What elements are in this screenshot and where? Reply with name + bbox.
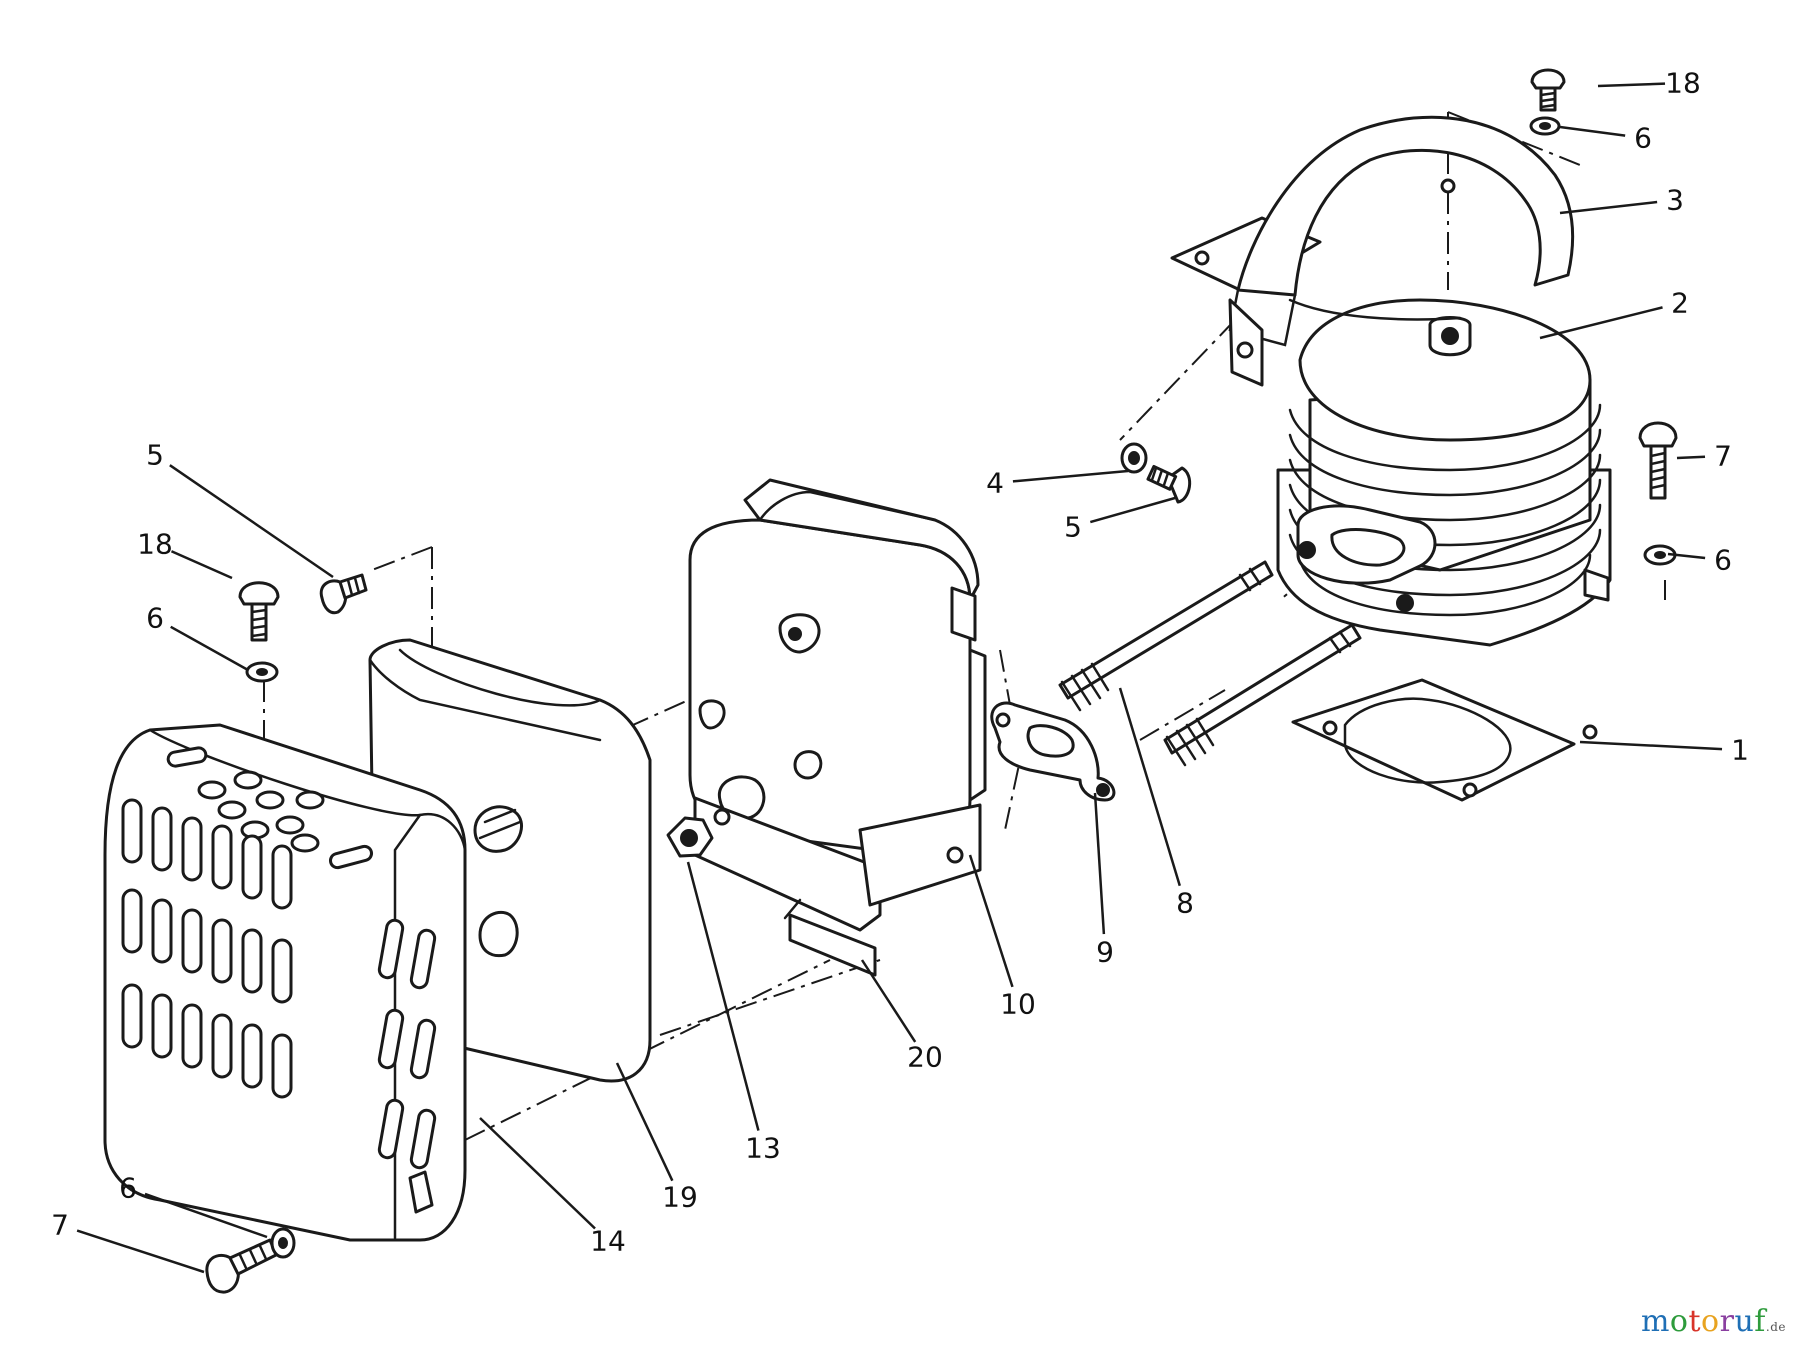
callout-label-c9: 9 bbox=[1096, 936, 1114, 969]
callout-label-c6d: 6 bbox=[119, 1172, 137, 1205]
leader-line-c6c bbox=[170, 625, 249, 672]
leader-line-c19 bbox=[615, 1062, 674, 1182]
leader-line-c5a bbox=[1089, 496, 1176, 524]
part-9-exhaust-gasket bbox=[990, 701, 1116, 802]
part-3-shroud bbox=[1170, 115, 1575, 387]
callout-c14: 14 bbox=[479, 1117, 626, 1258]
callout-label-c1: 1 bbox=[1731, 734, 1749, 767]
callout-c6c: 6 bbox=[146, 602, 249, 672]
part-18-screw-left bbox=[238, 581, 280, 642]
callout-c18b: 18 bbox=[137, 528, 233, 580]
callout-c8: 8 bbox=[1118, 687, 1194, 920]
part-7-screw-bottom bbox=[205, 1238, 278, 1294]
watermark-letter: o bbox=[1669, 1304, 1689, 1339]
part-14-side-slots bbox=[377, 918, 437, 1214]
leader-line-c6d bbox=[144, 1192, 268, 1239]
callout-label-c6a: 6 bbox=[1634, 122, 1652, 155]
callout-c7a: 7 bbox=[1676, 440, 1732, 473]
part-8-studs bbox=[1058, 560, 1362, 767]
watermark-letter: r bbox=[1719, 1304, 1735, 1339]
callout-layer: 1 2 3 4 5 5 6 6 6 6 7 7 8 9 10 13 14 18 18 19 20 bbox=[51, 67, 1749, 1274]
leader-line-c14 bbox=[479, 1117, 596, 1230]
leader-line-c6a bbox=[1559, 125, 1626, 137]
part-6-washer-top bbox=[1529, 116, 1561, 136]
callout-c6d: 6 bbox=[119, 1172, 268, 1239]
leader-line-c2 bbox=[1539, 306, 1663, 340]
leader-line-c9 bbox=[1093, 792, 1106, 935]
callout-label-c18a: 18 bbox=[1665, 67, 1701, 100]
callout-c6a: 6 bbox=[1559, 122, 1652, 155]
part-5-screw-left bbox=[319, 573, 368, 615]
callout-c1: 1 bbox=[1579, 734, 1749, 767]
callout-label-c19: 19 bbox=[662, 1181, 698, 1214]
callout-c5b: 5 bbox=[146, 439, 334, 579]
leader-line-c7a bbox=[1676, 455, 1706, 460]
watermark-letter: o bbox=[1701, 1304, 1720, 1339]
leader-line-c10 bbox=[968, 854, 1014, 988]
watermark-letter: u bbox=[1734, 1304, 1755, 1339]
part-14-front-slots bbox=[121, 798, 293, 1099]
part-5-screw-shroud bbox=[1146, 464, 1192, 504]
callout-c9: 9 bbox=[1093, 792, 1114, 969]
leader-line-c18a bbox=[1597, 82, 1666, 88]
callout-c10: 10 bbox=[968, 854, 1036, 1021]
leader-line-c5b bbox=[169, 464, 334, 579]
leader-line-c3 bbox=[1559, 200, 1658, 215]
part-18-screw-top bbox=[1530, 68, 1566, 112]
leader-line-c4 bbox=[1012, 469, 1129, 483]
part-6-washer-bottom bbox=[270, 1227, 296, 1259]
part-1-base-gasket bbox=[1291, 678, 1598, 802]
callout-label-c6b: 6 bbox=[1714, 544, 1732, 577]
leader-line-c6b bbox=[1667, 552, 1706, 560]
callout-label-c3: 3 bbox=[1666, 184, 1684, 217]
leader-line-c18b bbox=[170, 550, 233, 580]
part-2-cylinder bbox=[1276, 298, 1612, 647]
part-20-bracket bbox=[693, 796, 982, 977]
part-6-washer-left bbox=[245, 661, 279, 683]
callout-c20: 20 bbox=[860, 959, 943, 1074]
callout-c19: 19 bbox=[615, 1062, 698, 1214]
leader-line-c7b bbox=[76, 1229, 205, 1274]
leader-line-c1 bbox=[1579, 740, 1723, 751]
callout-c4: 4 bbox=[986, 467, 1129, 500]
callout-label-c5a: 5 bbox=[1064, 511, 1082, 544]
watermark-letter: m bbox=[1640, 1304, 1670, 1339]
callout-c2: 2 bbox=[1539, 287, 1689, 340]
watermark-letter: t bbox=[1688, 1304, 1702, 1339]
leader-line-c20 bbox=[860, 959, 917, 1043]
part-4-washer bbox=[1120, 442, 1148, 474]
watermark-tld: .de bbox=[1765, 1320, 1786, 1334]
callout-label-c5b: 5 bbox=[146, 439, 164, 472]
part-14-top-holes bbox=[166, 746, 374, 870]
callout-label-c10: 10 bbox=[1000, 988, 1036, 1021]
part-13-nut bbox=[666, 816, 714, 858]
callout-label-c18b: 18 bbox=[137, 528, 173, 561]
callout-label-c4: 4 bbox=[986, 467, 1004, 500]
callout-c13: 13 bbox=[686, 861, 781, 1165]
callout-label-c7a: 7 bbox=[1714, 440, 1732, 473]
callout-c18a: 18 bbox=[1597, 67, 1701, 100]
leader-line-c8 bbox=[1118, 687, 1181, 887]
callout-c5a: 5 bbox=[1064, 496, 1176, 544]
callout-c6b: 6 bbox=[1667, 544, 1732, 577]
callout-label-c6c: 6 bbox=[146, 602, 164, 635]
leader-line-c13 bbox=[686, 861, 760, 1131]
callout-label-c13: 13 bbox=[745, 1132, 781, 1165]
callout-label-c7b: 7 bbox=[51, 1209, 69, 1242]
callout-label-c14: 14 bbox=[590, 1225, 626, 1258]
part-7-screw-right bbox=[1638, 421, 1678, 500]
callout-label-c2: 2 bbox=[1671, 287, 1689, 320]
callout-c7b: 7 bbox=[51, 1209, 205, 1274]
watermark-letter: f bbox=[1754, 1304, 1766, 1339]
watermark-logo: motoruf.de bbox=[1641, 1304, 1786, 1339]
callout-label-c20: 20 bbox=[907, 1041, 943, 1074]
part-10-muffler-body bbox=[688, 478, 987, 858]
callout-c3: 3 bbox=[1559, 184, 1684, 217]
callout-label-c8: 8 bbox=[1176, 887, 1194, 920]
